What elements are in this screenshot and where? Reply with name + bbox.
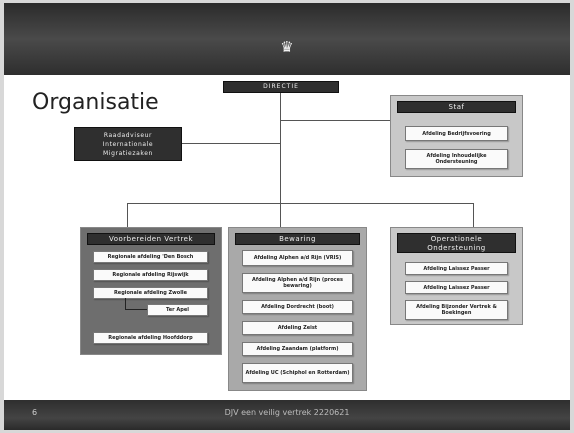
slide-header: ♛ [4,3,570,75]
operationele-item-laissez-passer-1: Afdeling Laissez Passer [405,262,508,275]
operationele-item-laissez-passer-2: Afdeling Laissez Passer [405,281,508,294]
voorbereiden-item-rijswijk: Regionale afdeling Rijswijk [93,269,208,281]
page-title: Organisatie [32,90,159,115]
voorbereiden-vertrek-panel: Voorbereiden Vertrek Regionale afdeling … [80,227,222,355]
raadadviseur-line-2: Internationale [102,141,154,148]
crest-icon: ♛ [280,38,294,56]
connector-ter-apel-vertical [125,298,126,309]
connector-ter-apel-horizontal [125,309,147,310]
operationele-item-bijzonder-vertrek: Afdeling Bijzonder Vertrek & Boekingen [405,300,508,320]
operationele-ondersteuning-title: Operationele Ondersteuning [397,233,516,253]
operationele-ondersteuning-panel: Operationele Ondersteuning Afdeling Lais… [390,227,523,325]
bewaring-item-zaandam: Afdeling Zaandam (platform) [242,342,353,356]
voorbereiden-vertrek-title: Voorbereiden Vertrek [87,233,215,245]
voorbereiden-item-ter-apel: Ter Apel [147,304,208,316]
connector-bewaring [280,203,281,227]
staf-item-bedrijfsvoering: Afdeling Bedrijfsvoering [405,126,508,141]
bewaring-title: Bewaring [235,233,360,245]
bewaring-panel: Bewaring Afdeling Alphen a/d Rijn (VRIS)… [228,227,367,391]
staf-item-inhoudelijke: Afdeling Inhoudelijke Ondersteuning [405,149,508,169]
connector-raadadviseur [182,143,281,144]
connector-directie-down [280,90,281,203]
bewaring-item-dordrecht: Afdeling Dordrecht (boot) [242,300,353,314]
connector-operationele [473,203,474,227]
operationele-title-line-2: Ondersteuning [427,244,486,252]
raadadviseur-line-3: Migratiezaken [103,150,153,157]
staf-title: Staf [397,101,516,113]
directie-box: DIRECTIE [223,81,339,93]
voorbereiden-item-zwolle: Regionale afdeling Zwolle [93,287,208,299]
bewaring-item-zeist: Afdeling Zeist [242,321,353,335]
operationele-title-line-1: Operationele [430,235,483,243]
bewaring-item-uc: Afdeling UC (Schiphol en Rotterdam) [242,363,353,383]
raadadviseur-box: Raadadviseur Internationale Migratiezake… [74,127,182,161]
connector-horizontal-main [127,203,473,204]
footer-text: DJV een veilig vertrek 2220621 [224,408,350,417]
connector-voorbereiden [127,203,128,227]
slide-footer: 6 DJV een veilig vertrek 2220621 [4,400,570,430]
voorbereiden-item-hoofddorp: Regionale afdeling Hoofddorp [93,332,208,344]
slide: ♛ Organisatie DIRECTIE Raadadviseur Inte… [4,3,570,430]
bewaring-item-alphen-vris: Afdeling Alphen a/d Rijn (VRIS) [242,250,353,266]
page-number: 6 [32,408,38,417]
connector-staf [280,120,390,121]
raadadviseur-line-1: Raadadviseur [103,132,153,139]
staf-panel: Staf Afdeling Bedrijfsvoering Afdeling I… [390,95,523,177]
voorbereiden-item-den-bosch: Regionale afdeling 'Den Bosch [93,251,208,263]
bewaring-item-alphen-proces: Afdeling Alphen a/d Rijn (proces bewarin… [242,273,353,293]
